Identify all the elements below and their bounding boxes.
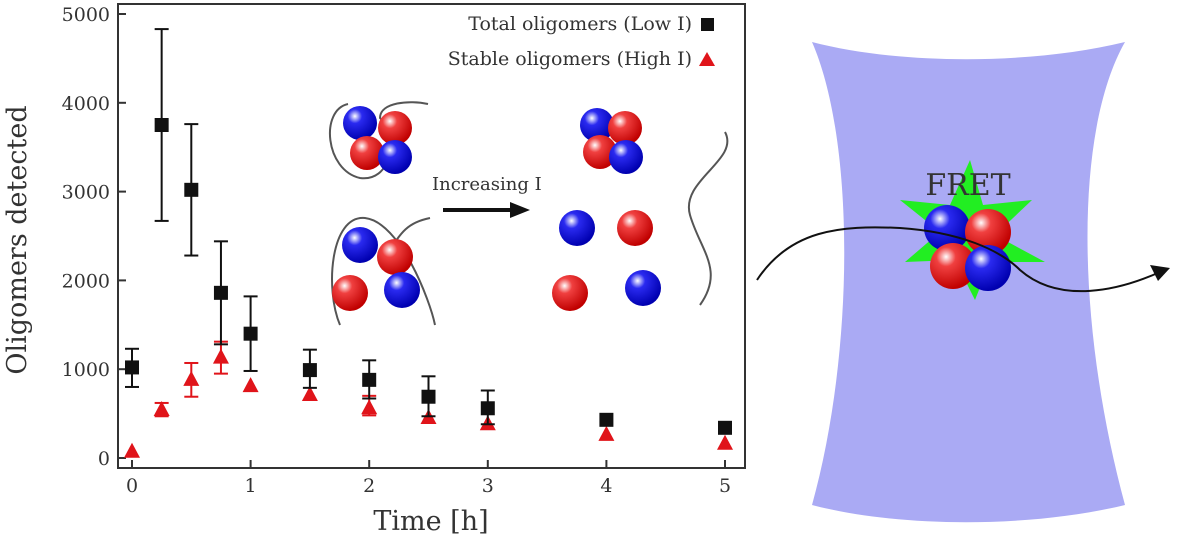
data-point-square xyxy=(243,326,258,341)
axes: 0 1 2 3 4 5 0 1000 2000 3000 4000 5000 xyxy=(62,4,731,497)
legend-triangle-marker xyxy=(699,52,715,66)
data-point-square xyxy=(480,401,495,416)
x-axis-label: Time [h] xyxy=(373,506,488,537)
sphere-red xyxy=(332,275,368,311)
sphere-blue xyxy=(965,245,1011,291)
x-tick-label: 4 xyxy=(600,475,612,497)
y-tick-label: 4000 xyxy=(62,93,110,115)
sphere-red xyxy=(378,111,412,145)
sphere-red xyxy=(350,136,384,170)
sphere-red xyxy=(617,210,653,246)
y-tick-label: 3000 xyxy=(62,182,110,204)
data-point-square xyxy=(213,285,228,300)
legend-square-marker xyxy=(701,18,714,31)
data-point-triangle xyxy=(153,401,170,417)
fret-label: FRET xyxy=(925,168,1010,203)
sphere-red xyxy=(583,135,617,169)
sphere-red xyxy=(608,111,642,145)
x-tick-label: 5 xyxy=(719,475,731,497)
data-point-triangle xyxy=(183,370,200,386)
data-point-square xyxy=(154,118,169,132)
sphere-blue xyxy=(580,108,614,142)
increasing-i-label: Increasing I xyxy=(432,174,542,195)
arrow-icon xyxy=(443,202,530,218)
sphere-blue xyxy=(378,140,412,174)
data-point-triangle xyxy=(598,425,615,441)
y-tick-label: 0 xyxy=(98,448,110,470)
data-point-square xyxy=(125,360,139,375)
legend: Total oligomers (Low I) Stable oligomers… xyxy=(448,13,715,70)
diffusion-path xyxy=(756,226,1161,293)
arrowhead-icon xyxy=(1150,265,1170,281)
sphere-blue xyxy=(559,210,595,246)
x-tick-label: 3 xyxy=(482,475,494,497)
polymer-strand xyxy=(687,131,729,306)
data-point-square xyxy=(184,182,199,197)
y-tick-label: 2000 xyxy=(62,270,110,292)
x-tick-label: 1 xyxy=(245,475,257,497)
data-point-triangle xyxy=(361,399,378,415)
sphere-blue xyxy=(342,227,378,263)
data-point-square xyxy=(599,412,614,427)
data-point-triangle xyxy=(212,348,229,364)
data-point-triangle xyxy=(124,442,140,458)
y-tick-label: 5000 xyxy=(62,4,110,26)
x-tick-label: 0 xyxy=(126,475,138,497)
sphere-blue xyxy=(343,106,377,140)
legend-label-total: Total oligomers (Low I) xyxy=(468,13,692,35)
sphere-blue xyxy=(625,270,661,306)
data-point-triangle xyxy=(242,377,259,393)
data-point-triangle xyxy=(301,385,318,401)
sphere-blue xyxy=(609,140,643,174)
y-tick-label: 1000 xyxy=(62,359,110,381)
y-axis-label: Oligomers detected xyxy=(2,105,33,374)
sphere-blue xyxy=(384,272,420,308)
data-point-triangle xyxy=(717,434,733,450)
data-marks xyxy=(124,28,733,458)
data-point-square xyxy=(302,363,317,378)
x-tick-label: 2 xyxy=(363,475,375,497)
sphere-red xyxy=(552,275,588,311)
fret-illustration: FRET xyxy=(756,42,1170,523)
inset-illustration: Increasing I xyxy=(328,101,729,326)
data-point-square xyxy=(362,372,377,387)
sphere-blue xyxy=(924,205,970,251)
sphere-red xyxy=(377,239,413,275)
data-point-square xyxy=(421,389,436,404)
legend-label-stable: Stable oligomers (High I) xyxy=(448,48,692,70)
data-point-square xyxy=(718,420,732,435)
sphere-red xyxy=(930,243,976,289)
